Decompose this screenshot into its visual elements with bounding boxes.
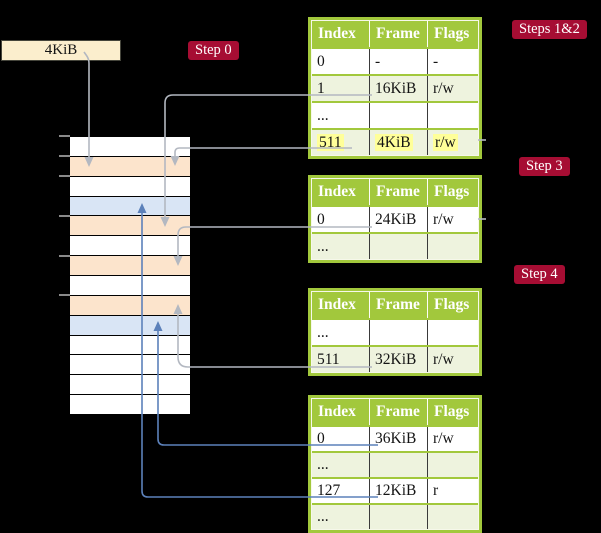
memory-tick (59, 135, 70, 137)
table-cell: 16KiB (369, 76, 427, 101)
header-cell-flags: Flags (427, 21, 478, 47)
table-cell: 36KiB (369, 427, 427, 451)
memory-tick (59, 154, 70, 157)
table-cell: r/w (427, 207, 478, 232)
table-cell: 0 (317, 53, 325, 70)
highlighted-value: 511 (317, 134, 344, 151)
highlighted-value: r/w (433, 134, 458, 151)
table-cell: 4KiB (369, 130, 427, 155)
table-cell: r/w (427, 76, 478, 101)
header-cell-index: Index (318, 296, 356, 313)
table-row: ... (312, 320, 478, 345)
table-cell: - (369, 49, 427, 74)
table-cell (427, 320, 478, 345)
memory-row-white (70, 276, 190, 296)
table-row: 511 4KiB r/w (312, 130, 478, 155)
step-label-4: Step 4 (514, 265, 565, 284)
memory-row-white (70, 176, 190, 197)
table-cell: 24KiB (369, 207, 427, 232)
table-row: 0 -- (312, 49, 478, 74)
table-cell (427, 103, 478, 128)
table-cell: 1 (317, 80, 325, 97)
memory-row-white (70, 395, 190, 416)
table-cell (369, 505, 427, 529)
table-cell: ... (317, 324, 329, 341)
header-cell-index: Index (318, 183, 356, 200)
table-cell: 511 (312, 130, 369, 155)
root-pointer-box: 4KiB (1, 40, 121, 61)
table-cell: 32KiB (369, 347, 427, 372)
table-cell: 0 (317, 211, 325, 228)
memory-tick (59, 174, 70, 177)
memory-row-blue (70, 196, 190, 217)
table-cell: ... (317, 456, 329, 473)
memory-row-white (70, 136, 190, 157)
memory-column (70, 136, 190, 416)
header-cell-frame: Frame (369, 292, 427, 318)
memory-row-peach (70, 156, 190, 177)
highlighted-value: 4KiB (375, 134, 413, 151)
header-cell-flags: Flags (427, 292, 478, 318)
memory-row-peach (70, 256, 190, 277)
step-label-1-2: Steps 1&2 (512, 20, 587, 39)
memory-row-white (70, 375, 190, 396)
table-cell: r/w (427, 427, 478, 451)
table-row: ... (312, 505, 478, 529)
table-row: ... (312, 234, 478, 259)
memory-tick (59, 254, 70, 257)
table-row: ... (312, 103, 478, 128)
table-row: ... (312, 453, 478, 477)
header-cell-frame: Frame (369, 399, 427, 425)
table-cell (369, 234, 427, 259)
table-cell: 511 (317, 351, 340, 368)
memory-row-white (70, 355, 190, 376)
header-cell-flags: Flags (427, 179, 478, 205)
memory-row-peach (70, 216, 190, 237)
memory-row-white (70, 236, 190, 257)
table-cell: r/w (427, 347, 478, 372)
memory-row-peach (70, 295, 190, 316)
header-cell-frame: Frame (369, 179, 427, 205)
table-cell (427, 505, 478, 529)
table-cell (427, 453, 478, 477)
table-cell (369, 320, 427, 345)
header-cell-index: Index (318, 403, 356, 420)
memory-row-white (70, 335, 190, 356)
header-cell-frame: Frame (369, 21, 427, 47)
memory-row-blue (70, 315, 190, 336)
table-cell (427, 234, 478, 259)
table-cell: ... (317, 508, 329, 525)
table-cell: 0 (317, 430, 325, 447)
table-cell: r (427, 479, 478, 503)
table-cell: ... (317, 107, 329, 124)
table-cell (369, 453, 427, 477)
memory-tick (59, 294, 70, 297)
table-cell: r/w (427, 130, 478, 155)
table-cell: - (427, 49, 478, 74)
table-cell: 127 (317, 482, 341, 499)
step-label-3: Step 3 (519, 157, 570, 176)
table-cell (369, 103, 427, 128)
header-cell-flags: Flags (427, 399, 478, 425)
table-cell: 12KiB (369, 479, 427, 503)
memory-tick (59, 214, 70, 217)
table-cell: ... (317, 238, 329, 255)
root-pointer-label: 4KiB (44, 42, 78, 58)
header-cell-index: Index (318, 25, 356, 42)
step-label-0: Step 0 (188, 41, 239, 60)
